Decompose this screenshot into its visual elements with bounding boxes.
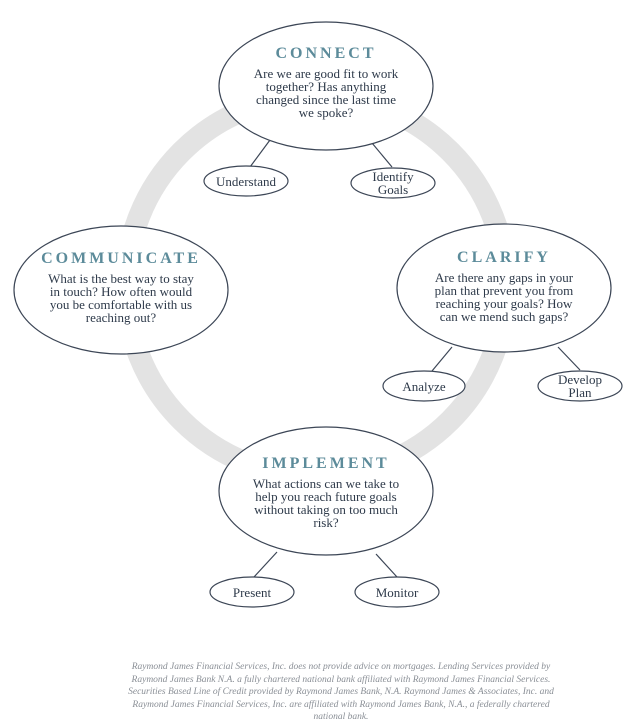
disclaimer-line-4: Raymond James Financial Services, Inc. a…: [132, 699, 550, 710]
step-analyze-label: Analyze: [402, 378, 446, 394]
step-identify-goals: Identify Goals: [351, 168, 435, 198]
connector-implement-monitor: [375, 553, 398, 578]
step-develop-plan-label: Develop Plan: [558, 373, 602, 399]
communicate-line-2: in touch? How often would: [49, 284, 193, 299]
step-monitor-label: Monitor: [375, 584, 419, 600]
disclaimer-line-2: Raymond James Bank N.A. a fully chartere…: [131, 674, 551, 685]
develop-plan-line-2: Plan: [568, 385, 592, 400]
connect-ellipse: [218, 21, 434, 151]
clarify-ellipse: [396, 223, 612, 353]
connect-description: Are we are good fit to work together? Ha…: [226, 67, 426, 119]
identify-goals-line-1: Identify: [372, 169, 414, 184]
clarify-title: CLARIFY: [457, 249, 551, 266]
communicate-ellipse: [13, 225, 229, 355]
step-present-label: Present: [232, 584, 272, 600]
connector-clarify-analyze: [431, 346, 453, 372]
disclaimer-line-5: national bank.: [313, 712, 369, 722]
clarify-line-2: plan that prevent you from: [434, 283, 574, 298]
understand-ellipse: [203, 165, 289, 197]
connector-connect-identify-goals: [371, 142, 393, 168]
disclaimer: Raymond James Financial Services, Inc. d…: [78, 661, 604, 724]
communicate-stage: COMMUNICATE What is the best way to stay…: [21, 250, 221, 324]
connect-line-1: Are we are good fit to work: [253, 66, 399, 81]
step-understand: Understand: [204, 166, 288, 196]
present-ellipse: [209, 576, 295, 608]
develop-plan-line-1: Develop: [557, 372, 603, 387]
communicate-title: COMMUNICATE: [41, 250, 201, 267]
implement-title: IMPLEMENT: [262, 455, 390, 472]
clarify-description: Are there any gaps in your plan that pre…: [404, 271, 604, 323]
step-analyze: Analyze: [383, 371, 465, 401]
step-understand-label: Understand: [216, 173, 276, 189]
communicate-line-4: reaching out?: [85, 310, 157, 325]
connector-implement-present: [253, 551, 278, 578]
step-present: Present: [210, 577, 294, 607]
clarify-stage: CLARIFY Are there any gaps in your plan …: [404, 249, 604, 323]
connect-line-4: we spoke?: [298, 105, 354, 120]
connector-connect-understand: [249, 139, 271, 168]
implement-line-3: without taking on too much: [254, 502, 398, 517]
connect-line-2: together? Has anything: [265, 79, 387, 94]
communicate-line-3: you be comfortable with us: [49, 297, 193, 312]
step-develop-plan: Develop Plan: [538, 371, 622, 401]
implement-ellipse: [218, 426, 434, 556]
monitor-ellipse: [354, 576, 440, 608]
clarify-line-1: Are there any gaps in your: [434, 270, 574, 285]
communicate-description: What is the best way to stay in touch? H…: [21, 272, 221, 324]
connect-title: CONNECT: [275, 45, 377, 62]
disclaimer-line-3: Securities Based Line of Credit provided…: [128, 687, 554, 697]
implement-description: What actions can we take to help you rea…: [226, 477, 426, 529]
identify-goals-ellipse: [350, 167, 436, 199]
communicate-line-1: What is the best way to stay: [48, 271, 194, 286]
analyze-ellipse: [382, 370, 466, 402]
implement-stage: IMPLEMENT What actions can we take to he…: [226, 455, 426, 529]
step-identify-goals-label: Identify Goals: [372, 170, 413, 196]
connector-clarify-develop-plan: [557, 346, 581, 371]
implement-line-4: risk?: [313, 515, 339, 530]
implement-line-2: help you reach future goals: [255, 489, 397, 504]
connect-stage: CONNECT Are we are good fit to work toge…: [226, 45, 426, 119]
clarify-line-3: reaching your goals? How: [435, 296, 573, 311]
disclaimer-line-1: Raymond James Financial Services, Inc. d…: [131, 662, 551, 672]
identify-goals-line-2: Goals: [377, 182, 409, 197]
connect-line-3: changed since the last time: [255, 92, 397, 107]
step-monitor: Monitor: [355, 577, 439, 607]
clarify-line-4: can we mend such gaps?: [439, 309, 569, 324]
implement-line-1: What actions can we take to: [252, 476, 400, 491]
develop-plan-ellipse: [537, 370, 623, 402]
